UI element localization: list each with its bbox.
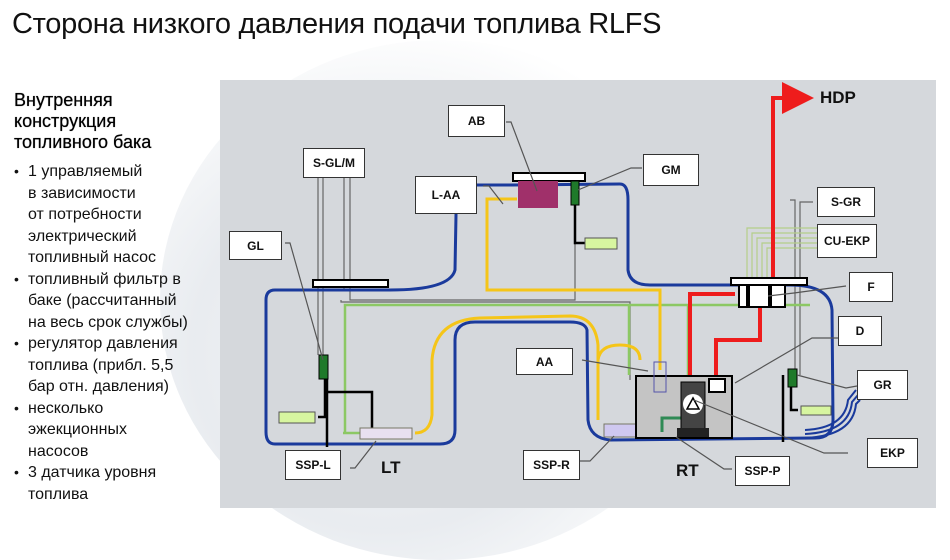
label-s-gl-m: S-GL/M [303,148,365,178]
line: бар отн. давления) [28,378,170,395]
level-sensor-icon [318,354,329,380]
float-icon [800,405,832,416]
line: регулятор давления [28,335,178,352]
heading-line: топливного бака [14,132,152,152]
return-line [414,197,662,435]
leader-lines [285,121,858,470]
high-pressure-line [688,82,814,378]
label-cu-ekp: CU-EKP [817,224,877,258]
label-ssp-l: SSP-L [285,450,341,480]
suction-ejector-icon [653,361,667,393]
label-lt: LT [381,458,401,477]
line: в зависимости [28,184,136,202]
fuel-system-diagram [264,82,861,470]
top-flange [312,279,389,288]
label-hdp: HDP [820,88,856,107]
line: несколько [28,399,104,417]
line: топлива (прибл. 5,5 [28,356,174,374]
level-sensor-icon [570,180,580,206]
label-f: F [849,272,893,302]
top-flange [730,277,808,286]
top-flange [512,172,586,182]
list-item: 1 управляемый в зависимости от потребнос… [14,161,229,269]
vent-valve-icon [518,181,558,208]
feature-list: 1 управляемый в зависимости от потребнос… [14,161,229,505]
list-item: несколько эжекционных насосов [14,398,229,463]
float-icon [278,411,316,424]
level-sensor-icon [787,368,798,388]
list-item: 3 датчика уровня топлива [14,462,229,505]
heading-line: Внутренняя [14,90,113,110]
heading-line: конструкция [14,111,117,131]
fuel-pump-icon [677,381,709,437]
label-ekp: EKP [867,438,918,468]
line: топливный фильтр в [28,270,181,288]
line: от потребности [28,206,142,223]
label-rt: RT [676,461,699,480]
line: топливный насос [28,249,157,266]
sidebar: Внутренняя конструкция топливного бака 1… [14,90,229,505]
fuel-filter-icon [738,284,786,308]
label-ssp-r: SSP-R [523,450,580,480]
list-item: топливный фильтр в баке (рассчитанный на… [14,269,229,334]
label-s-gr: S-GR [817,187,875,217]
suction-line [343,303,810,435]
sidebar-heading: Внутренняя конструкция топливного бака [14,90,229,153]
line: на весь срок службы) [28,313,188,331]
pressure-regulator-icon [708,378,726,393]
label-aa: AA [516,348,573,375]
control-lines [746,227,818,290]
label-gl: GL [229,231,282,260]
jet-pump-icon [603,423,637,438]
list-item: регулятор давления топлива (прибл. 5,5 б… [14,333,229,398]
page-title: Сторона низкого давления подачи топлива … [12,8,662,40]
label-gr: GR [857,370,908,400]
line: электрический [28,227,137,245]
label-l-aa: L-AA [415,176,477,214]
jet-pump-icon [359,427,413,440]
line: топлива [28,485,89,503]
label-d: D [838,316,882,346]
line: эжекционных [28,421,127,438]
label-ssp-p: SSP-P [735,456,790,486]
line: баке (рассчитанный [28,292,177,309]
label-ab: AB [448,105,505,137]
tank-outline [264,182,835,446]
line: 3 датчика уровня [28,464,157,481]
line: 1 управляемый [28,163,143,180]
label-gm: GM [643,154,699,186]
float-icon [584,237,618,250]
line: насосов [28,442,89,460]
